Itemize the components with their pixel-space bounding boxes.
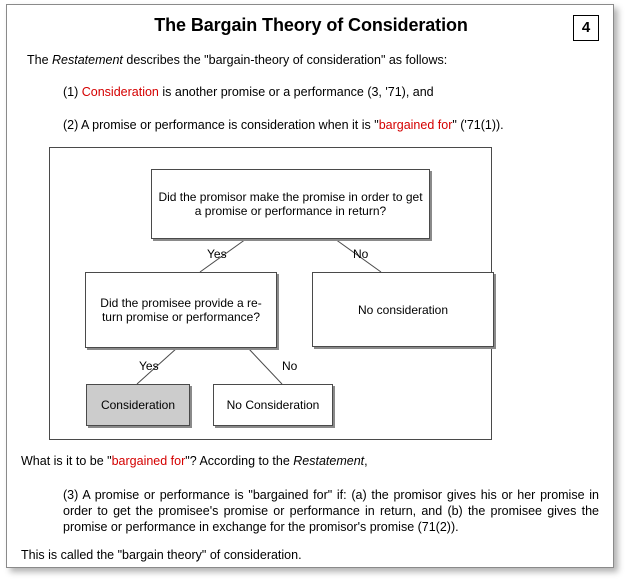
- flowchart-container: Did the promisor make the promise in ord…: [49, 147, 494, 440]
- question-paragraph: What is it to be "bargained for"? Accord…: [21, 454, 601, 469]
- flow-node-question-2: Did the promisee provide a re-turn promi…: [85, 272, 277, 348]
- intro-paragraph: The Restatement describes the "bargain-t…: [27, 53, 587, 68]
- flow-node-no-consideration-result-label: No Consideration: [226, 398, 320, 412]
- intro-text-after: describes the "bargain-theory of conside…: [122, 53, 448, 67]
- flow-node-consideration-result-label: Consideration: [100, 398, 176, 412]
- point-1: (1) Consideration is another promise or …: [63, 85, 603, 100]
- question-highlight: bargained for: [111, 454, 186, 468]
- conclusion-paragraph: This is called the "bargain theory" of c…: [21, 548, 302, 562]
- question-before: What is it to be ": [21, 454, 112, 468]
- page-title: The Bargain Theory of Consideration: [154, 15, 468, 35]
- flow-node-no-consideration-result: No Consideration: [213, 384, 333, 426]
- flow-node-question-2-line-1: Did the promisee provide a re-: [100, 296, 262, 310]
- slide-frame: The Bargain Theory of Consideration 4 Th…: [6, 4, 614, 568]
- edge-label-no-1: No: [353, 247, 369, 261]
- flow-node-question-1-label: Did the promisor make the promise in ord…: [158, 190, 423, 218]
- edge-label-no-2: No: [282, 359, 298, 373]
- intro-text-before: The: [27, 53, 53, 67]
- point-2-before: (2) A promise or performance is consider…: [63, 118, 379, 132]
- intro-restatement-italic: Restatement: [52, 53, 123, 67]
- question-after: ,: [364, 454, 368, 468]
- flow-node-question-2-label: Did the promisee provide a re-turn promi…: [100, 296, 261, 324]
- edge-label-yes-2: Yes: [139, 359, 159, 373]
- point-2-after: " ('71(1)).: [452, 118, 504, 132]
- point-2: (2) A promise or performance is consider…: [63, 118, 603, 133]
- point-3: (3) A promise or performance is "bargain…: [63, 488, 599, 534]
- flow-node-consideration-result: Consideration: [86, 384, 190, 426]
- flow-node-no-consideration-branch: No consideration: [312, 272, 494, 347]
- question-middle: "? According to the: [185, 454, 294, 468]
- point-2-highlight: bargained for: [378, 118, 453, 132]
- question-restatement-italic: Restatement: [293, 454, 365, 468]
- point-1-highlight: Consideration: [81, 85, 159, 99]
- point-1-rest: is another promise or a performance (3, …: [158, 85, 434, 99]
- flowchart-connectors: [136, 238, 382, 385]
- flow-node-question-2-line-2: turn promise or performance?: [101, 310, 261, 324]
- edge-label-yes-1: Yes: [207, 247, 227, 261]
- flow-node-no-consideration-branch-label: No consideration: [357, 302, 449, 317]
- point-1-marker: (1): [63, 85, 82, 99]
- flow-node-question-1: Did the promisor make the promise in ord…: [151, 169, 430, 239]
- page-number-badge: 4: [573, 15, 599, 41]
